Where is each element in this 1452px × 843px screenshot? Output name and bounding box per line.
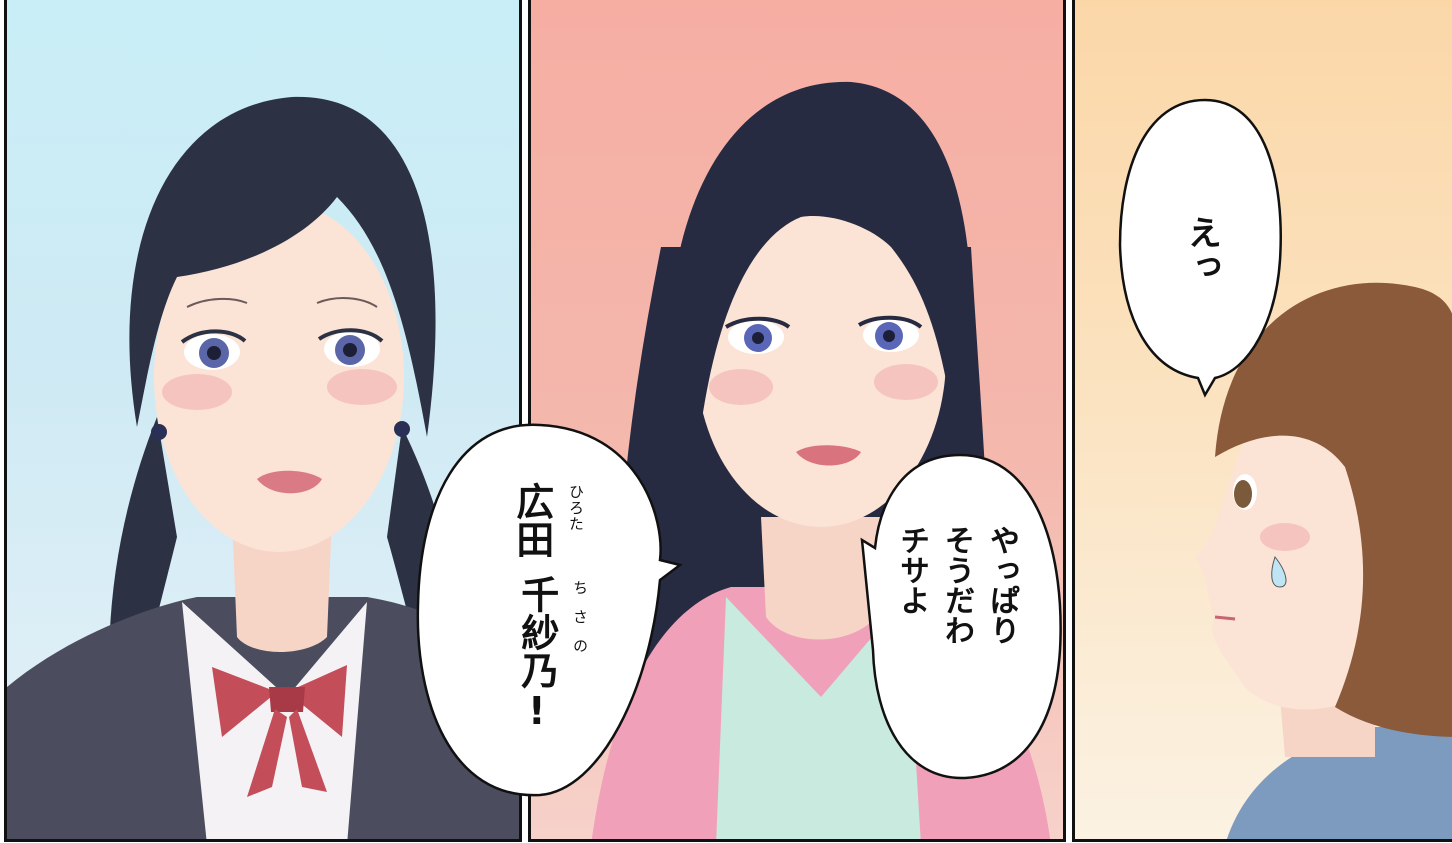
- panel-right: [1072, 0, 1452, 842]
- panel-middle: [528, 0, 1066, 842]
- ruby-chisano: ちさの: [571, 580, 589, 667]
- bubble-e-text: えっ: [1181, 215, 1222, 283]
- bubble-yappari-line-2: そうだわ: [939, 525, 974, 645]
- twin-tails-girl-illustration: [7, 96, 519, 839]
- bubble-yappari-line-1: やっぱり: [984, 525, 1019, 645]
- bob-hair-girl-illustration: [1195, 282, 1452, 839]
- long-hair-woman-illustration: [591, 81, 1051, 839]
- bubble-name-call-line-2: 千紗乃!: [514, 575, 559, 733]
- bubble-yappari-line-3: チサよ: [894, 525, 929, 615]
- panel-left: [4, 0, 522, 842]
- bubble-name-call-line-1: 広田: [509, 482, 554, 558]
- ruby-hirota: ひろた: [567, 484, 585, 532]
